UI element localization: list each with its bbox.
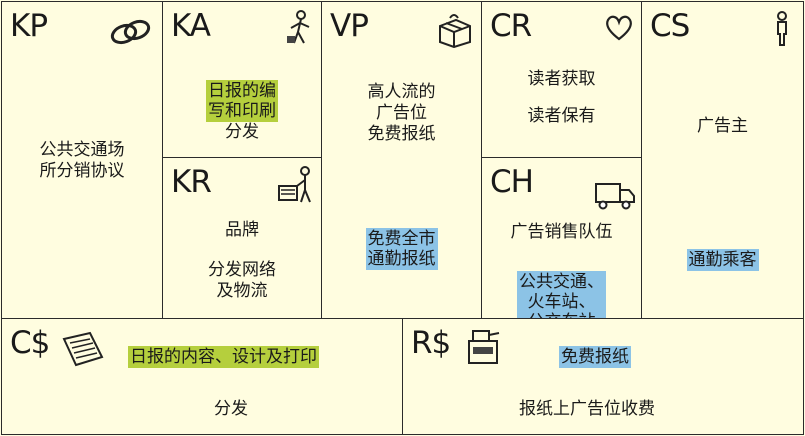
- key-activities-cell: KA 日报的编 写和印刷 分发: [162, 1, 322, 158]
- price-tag-icon: [62, 331, 104, 367]
- factory-worker-icon: [278, 166, 311, 203]
- vp-code: VP: [330, 8, 369, 44]
- cost-structure-cell: C$ 日报的内容、设计及打印 分发: [1, 318, 403, 435]
- heart-icon: [606, 15, 632, 41]
- cs-highlight-wrap: 通勤乘客: [642, 228, 803, 271]
- rev-highlight-wrap: 免费报纸: [559, 346, 631, 368]
- revenue-streams-cell: R$ 免费报纸 报纸上广告位收费: [402, 318, 804, 435]
- cr-text2: 读者保有: [527, 106, 596, 126]
- cost-code: C$: [10, 325, 50, 361]
- person-icon: [777, 11, 787, 46]
- ch-code: CH: [490, 164, 534, 200]
- ka-text: 分发: [225, 122, 259, 142]
- cr-text1: 读者获取: [527, 69, 596, 89]
- kr-text2: 分发网络 及物流: [208, 260, 276, 301]
- gift-box-icon: [439, 14, 471, 48]
- vp-text: 高人流的 广告位 免费报纸: [367, 82, 436, 144]
- kp-text: 公共交通场 所分销协议: [39, 140, 125, 181]
- vp-highlight-wrap: 免费全市 通勤报纸: [322, 207, 481, 270]
- chain-link-icon: [110, 19, 151, 45]
- rev-code: R$: [411, 325, 451, 361]
- cr-code: CR: [490, 8, 532, 44]
- customer-relationships-cell: CR 读者获取 读者保有: [481, 1, 642, 158]
- kp-code: KP: [10, 8, 48, 44]
- vp-highlight: 免费全市 通勤报纸: [365, 228, 438, 270]
- value-propositions-cell: VP 高人流的 广告位 免费报纸 免费全市 通勤报纸: [321, 1, 482, 319]
- ka-highlight-wrap: 日报的编 写和印刷: [163, 59, 321, 122]
- key-partners-cell: KP 公共交通场 所分销协议: [1, 1, 163, 319]
- cash-register-icon: [468, 330, 500, 364]
- cost-highlight: 日报的内容、设计及打印: [128, 346, 319, 368]
- rev-text: 报纸上广告位收费: [519, 399, 655, 419]
- cs-code: CS: [650, 8, 690, 44]
- cost-highlight-wrap: 日报的内容、设计及打印: [128, 346, 319, 368]
- ch-text: 广告销售队伍: [510, 222, 613, 242]
- delivery-truck-icon: [595, 183, 635, 210]
- ka-highlight: 日报的编 写和印刷: [206, 80, 278, 122]
- kr-text1: 品牌: [225, 220, 259, 240]
- channels-cell: CH 广告销售队伍 公共交通、 火车站、 公交车站: [481, 157, 642, 333]
- rev-highlight: 免费报纸: [559, 346, 631, 368]
- key-resources-cell: KR 品牌 分发网络 及物流: [162, 157, 322, 319]
- customer-segments-cell: CS 广告主 通勤乘客: [641, 1, 804, 319]
- kr-code: KR: [171, 164, 212, 200]
- cs-highlight: 通勤乘客: [686, 249, 759, 271]
- ka-code: KA: [171, 8, 211, 44]
- cost-text: 分发: [214, 399, 248, 419]
- cs-text: 广告主: [697, 116, 748, 136]
- worker-icon: [287, 10, 310, 44]
